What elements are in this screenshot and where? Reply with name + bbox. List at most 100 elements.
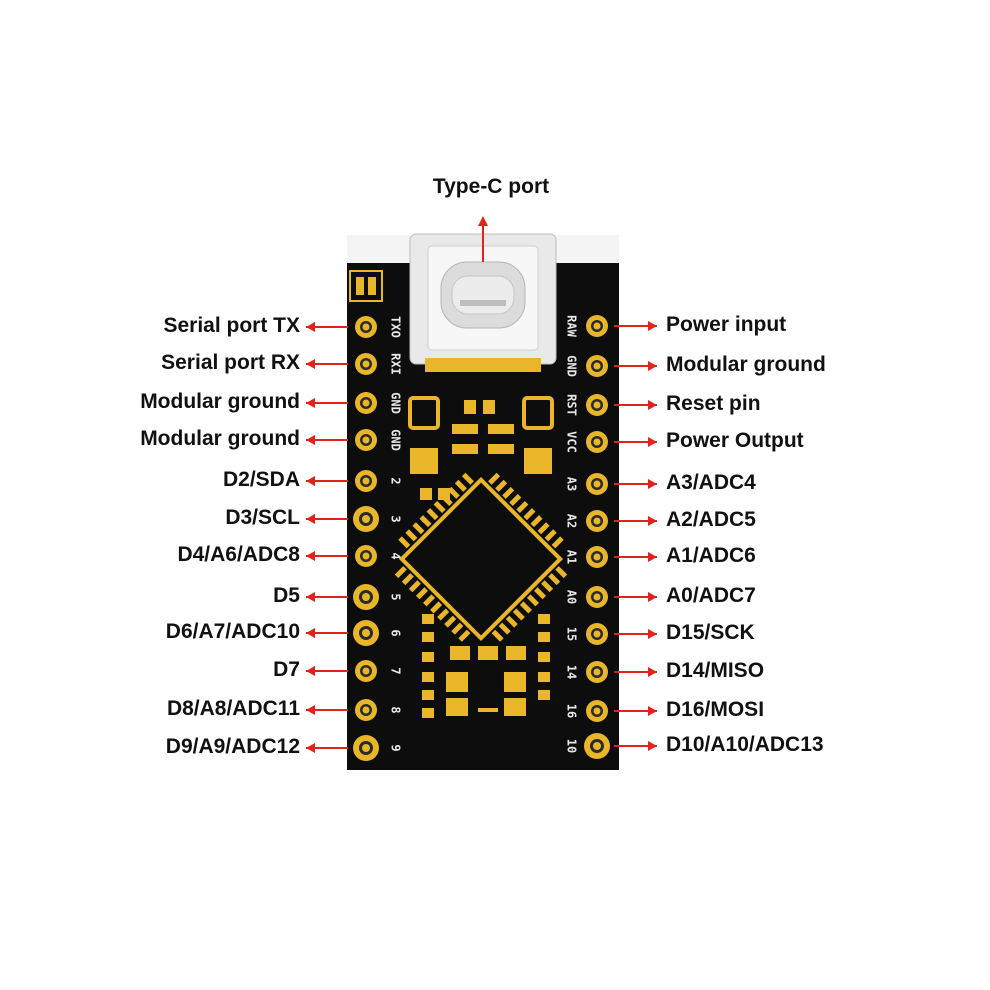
- pin-right-2: [586, 355, 608, 377]
- pin-label-left-8: D5: [273, 584, 300, 607]
- pin-left-2: [355, 353, 377, 375]
- pin-right-10: [586, 661, 608, 683]
- arrow-left-3: [306, 398, 348, 408]
- silk-left-1: TXO: [389, 316, 403, 338]
- arrow-left-4: [306, 435, 348, 445]
- silk-right-3: RST: [565, 394, 579, 416]
- pin-left-4: [355, 429, 377, 451]
- header-pins: TXORXIGNDGND23456789RAWGNDRSTVCCA3A2A1A0…: [353, 315, 610, 761]
- silk-right-9: 15: [565, 627, 579, 641]
- pin-left-5: [355, 470, 377, 492]
- silk-right-10: 14: [565, 665, 579, 679]
- pin-label-right-10: D14/MISO: [666, 659, 765, 682]
- silk-left-11: 8: [389, 706, 403, 713]
- mcu-chip: [394, 472, 568, 642]
- arrow-right-9: [614, 629, 657, 639]
- pin-label-right-3: Reset pin: [666, 392, 761, 415]
- arrow-left-8: [306, 592, 348, 602]
- pin-right-6: [586, 510, 608, 532]
- pin-label-left-12: D9/A9/ADC12: [165, 735, 300, 758]
- jumper-pad: [349, 270, 383, 302]
- pin-label-left-3: Modular ground: [140, 390, 300, 413]
- pin-label-left-10: D7: [273, 658, 300, 681]
- pin-label-left-6: D3/SCL: [225, 506, 300, 529]
- arrow-right-6: [614, 516, 657, 526]
- silk-right-6: A2: [565, 514, 579, 528]
- pin-label-left-4: Modular ground: [140, 427, 300, 450]
- silk-left-8: 5: [389, 593, 403, 600]
- pin-label-right-4: Power Output: [666, 429, 804, 452]
- silk-left-5: 2: [389, 477, 403, 484]
- arrow-left-7: [306, 551, 348, 561]
- top-components: [408, 396, 554, 500]
- connector-shell-right: [555, 235, 619, 263]
- pin-right-4: [586, 431, 608, 453]
- arrow-right-5: [614, 479, 657, 489]
- arrow-left-2: [306, 359, 348, 369]
- silk-left-6: 3: [389, 515, 403, 522]
- usb-c-port: [409, 233, 557, 372]
- pin-right-9: [586, 623, 608, 645]
- arrow-left-1: [306, 322, 348, 332]
- pin-label-right-9: D15/SCK: [666, 621, 755, 644]
- arrow-left-12: [306, 743, 348, 753]
- pin-label-right-12: D10/A10/ADC13: [666, 733, 824, 756]
- callout-arrows: [306, 216, 657, 753]
- arrow-left-10: [306, 666, 348, 676]
- silk-right-2: GND: [565, 355, 579, 377]
- arrow-right-7: [614, 552, 657, 562]
- pin-right-12: [584, 733, 610, 759]
- pin-label-right-7: A1/ADC6: [666, 544, 756, 567]
- pin-label-left-2: Serial port RX: [161, 351, 300, 374]
- pin-label-right-1: Power input: [666, 313, 787, 336]
- pin-label-right-2: Modular ground: [666, 353, 826, 376]
- arrow-right-2: [614, 361, 657, 371]
- silk-left-2: RXI: [389, 353, 403, 375]
- arrow-right-10: [614, 667, 657, 677]
- pin-label-right-6: A2/ADC5: [666, 508, 756, 531]
- arrow-right-8: [614, 592, 657, 602]
- silk-right-7: A1: [565, 550, 579, 564]
- pin-left-1: [355, 316, 377, 338]
- pin-label-left-11: D8/A8/ADC11: [166, 697, 300, 720]
- pin-left-3: [355, 392, 377, 414]
- pin-label-left-7: D4/A6/ADC8: [177, 543, 300, 566]
- pin-left-11: [355, 699, 377, 721]
- pin-right-11: [586, 700, 608, 722]
- silk-right-12: 10: [565, 739, 579, 753]
- pin-label-left-1: Serial port TX: [163, 314, 300, 337]
- arrow-left-5: [306, 476, 348, 486]
- arrow-type-c: [478, 216, 488, 262]
- pin-left-12: [353, 735, 379, 761]
- arrow-right-4: [614, 437, 657, 447]
- pin-label-right-8: A0/ADC7: [666, 584, 756, 607]
- silk-left-10: 7: [389, 667, 403, 674]
- pin-left-10: [355, 660, 377, 682]
- pin-label-right-5: A3/ADC4: [666, 471, 756, 494]
- arrow-right-11: [614, 706, 657, 716]
- pin-label-left-9: D6/A7/ADC10: [165, 620, 300, 643]
- silk-left-3: GND: [389, 392, 403, 414]
- silk-left-12: 9: [389, 744, 403, 751]
- pin-left-9: [353, 620, 379, 646]
- silk-right-1: RAW: [565, 315, 579, 337]
- arrow-right-1: [614, 321, 657, 331]
- page-title: Type-C port: [432, 175, 550, 198]
- pin-left-8: [353, 584, 379, 610]
- silk-left-4: GND: [389, 429, 403, 451]
- pin-right-3: [586, 394, 608, 416]
- pin-label-left-5: D2/SDA: [222, 468, 300, 491]
- pin-left-7: [355, 545, 377, 567]
- silk-right-8: A0: [565, 590, 579, 604]
- arrow-left-11: [306, 705, 348, 715]
- silk-right-5: A3: [565, 477, 579, 491]
- pin-label-right-11: D16/MOSI: [666, 698, 765, 721]
- silk-left-7: 4: [389, 552, 403, 559]
- pin-right-1: [586, 315, 608, 337]
- pin-right-7: [586, 546, 608, 568]
- arrow-right-3: [614, 400, 657, 410]
- silk-right-11: 16: [565, 704, 579, 718]
- silk-left-9: 6: [389, 629, 403, 636]
